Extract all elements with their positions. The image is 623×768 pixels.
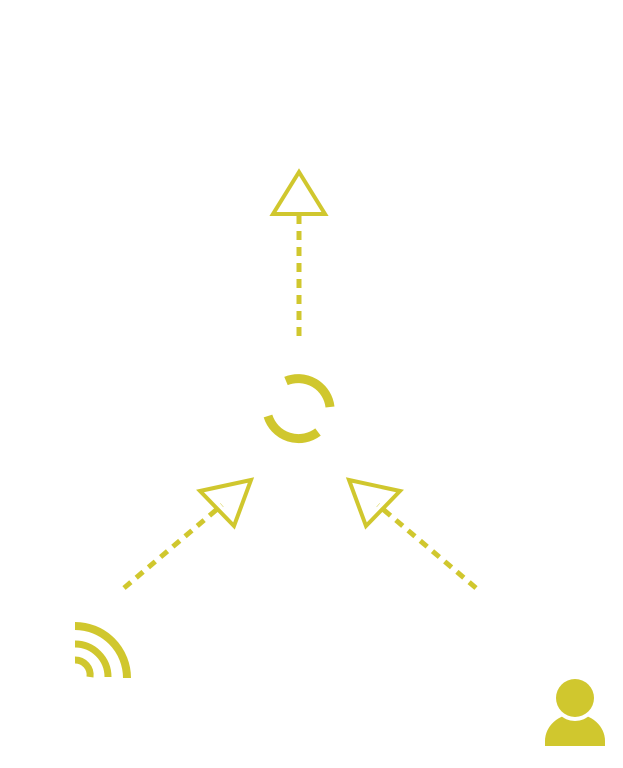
rss-wave-middle	[74, 640, 112, 678]
arrow-head	[196, 477, 255, 530]
arrow-shaft	[376, 503, 478, 590]
arrow-head	[269, 168, 329, 216]
arrow-head	[345, 477, 404, 530]
rss-wave-inner	[74, 656, 94, 678]
spinner-arc-large	[284, 374, 335, 408]
user-head	[556, 679, 594, 717]
rss-wave-outer	[74, 622, 131, 679]
loading-spinner-icon	[263, 374, 335, 444]
rss-feed-icon	[74, 622, 131, 679]
spinner-arc-small	[263, 414, 321, 444]
arrow-user-to-center	[345, 477, 478, 590]
user-icon	[545, 677, 605, 746]
arrow-shaft	[122, 503, 224, 590]
user-body	[545, 714, 605, 746]
arrow-center-to-top	[269, 168, 329, 336]
arrow-feed-to-center	[122, 477, 255, 590]
